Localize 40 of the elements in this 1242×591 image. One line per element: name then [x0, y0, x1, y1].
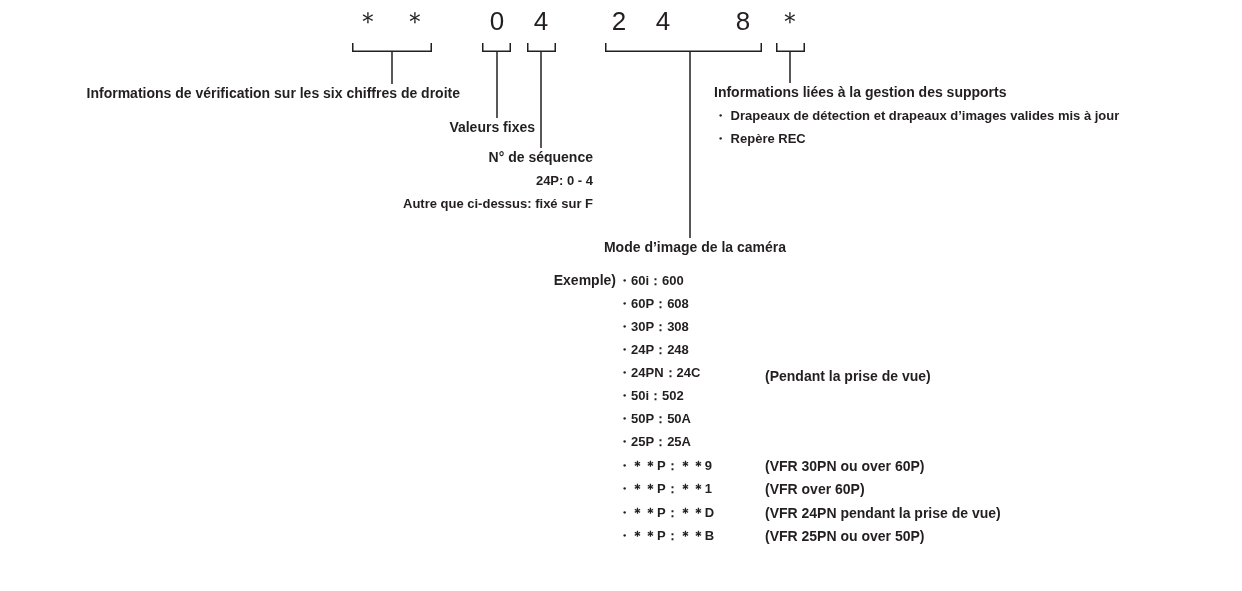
- code-character: 2: [611, 6, 627, 36]
- mode-code: ・＊＊P：＊＊B: [618, 527, 715, 544]
- annotation-text: 24P: 0 - 4: [535, 172, 593, 189]
- mode-code: ・30P：308: [618, 318, 689, 335]
- code-character: 8: [735, 6, 751, 36]
- code-character: ＊: [355, 6, 381, 36]
- mode-code: ・60i：600: [618, 272, 684, 289]
- mode-code: ・＊＊P：＊＊1: [618, 480, 712, 497]
- mode-code: ・50i：502: [618, 387, 684, 404]
- code-character: 4: [533, 6, 549, 36]
- mode-code: ・24PN：24C: [618, 364, 701, 381]
- annotation-heading: Informations liées à la gestion des supports: [714, 83, 1007, 101]
- leader-line: [391, 51, 393, 85]
- mode-code: ・60P：608: [618, 295, 689, 312]
- annotation-heading: Valeurs fixes: [449, 118, 535, 136]
- leader-line: [496, 51, 498, 119]
- leader-line: [789, 51, 791, 84]
- note-text: (VFR 25PN ou over 50P): [765, 528, 925, 545]
- note-text: (VFR over 60P): [765, 481, 865, 498]
- annotation-heading: Mode d’image de la caméra: [603, 238, 787, 256]
- annotation-text: ・ Drapeaux de détection et drapeaux d’images valides mis à jour: [714, 107, 1120, 124]
- example-label: Exemple): [553, 272, 616, 289]
- note-text: (VFR 30PN ou over 60P): [765, 458, 925, 475]
- mode-code: ・25P：25A: [618, 433, 691, 450]
- mode-code: ・＊＊P：＊＊D: [618, 504, 715, 521]
- note-text: (Pendant la prise de vue): [765, 368, 931, 385]
- code-character: 4: [655, 6, 671, 36]
- annotation-text: Autre que ci-dessus: fixé sur F: [403, 195, 593, 212]
- annotation-heading: N° de séquence: [488, 148, 593, 166]
- note-text: (VFR 24PN pendant la prise de vue): [765, 505, 1001, 522]
- mode-code: ・24P：248: [618, 341, 689, 358]
- code-character: 0: [489, 6, 505, 36]
- annotation-text: ・ Repère REC: [714, 130, 806, 147]
- leader-line: [689, 51, 691, 239]
- mode-code: ・＊＊P：＊＊9: [618, 457, 712, 474]
- code-character: ＊: [777, 6, 803, 36]
- code-character: ＊: [402, 6, 428, 36]
- leader-line: [540, 51, 542, 149]
- annotation-heading: Informations de vérification sur les six chiffres de droite: [86, 84, 460, 102]
- mode-code: ・50P：50A: [618, 410, 691, 427]
